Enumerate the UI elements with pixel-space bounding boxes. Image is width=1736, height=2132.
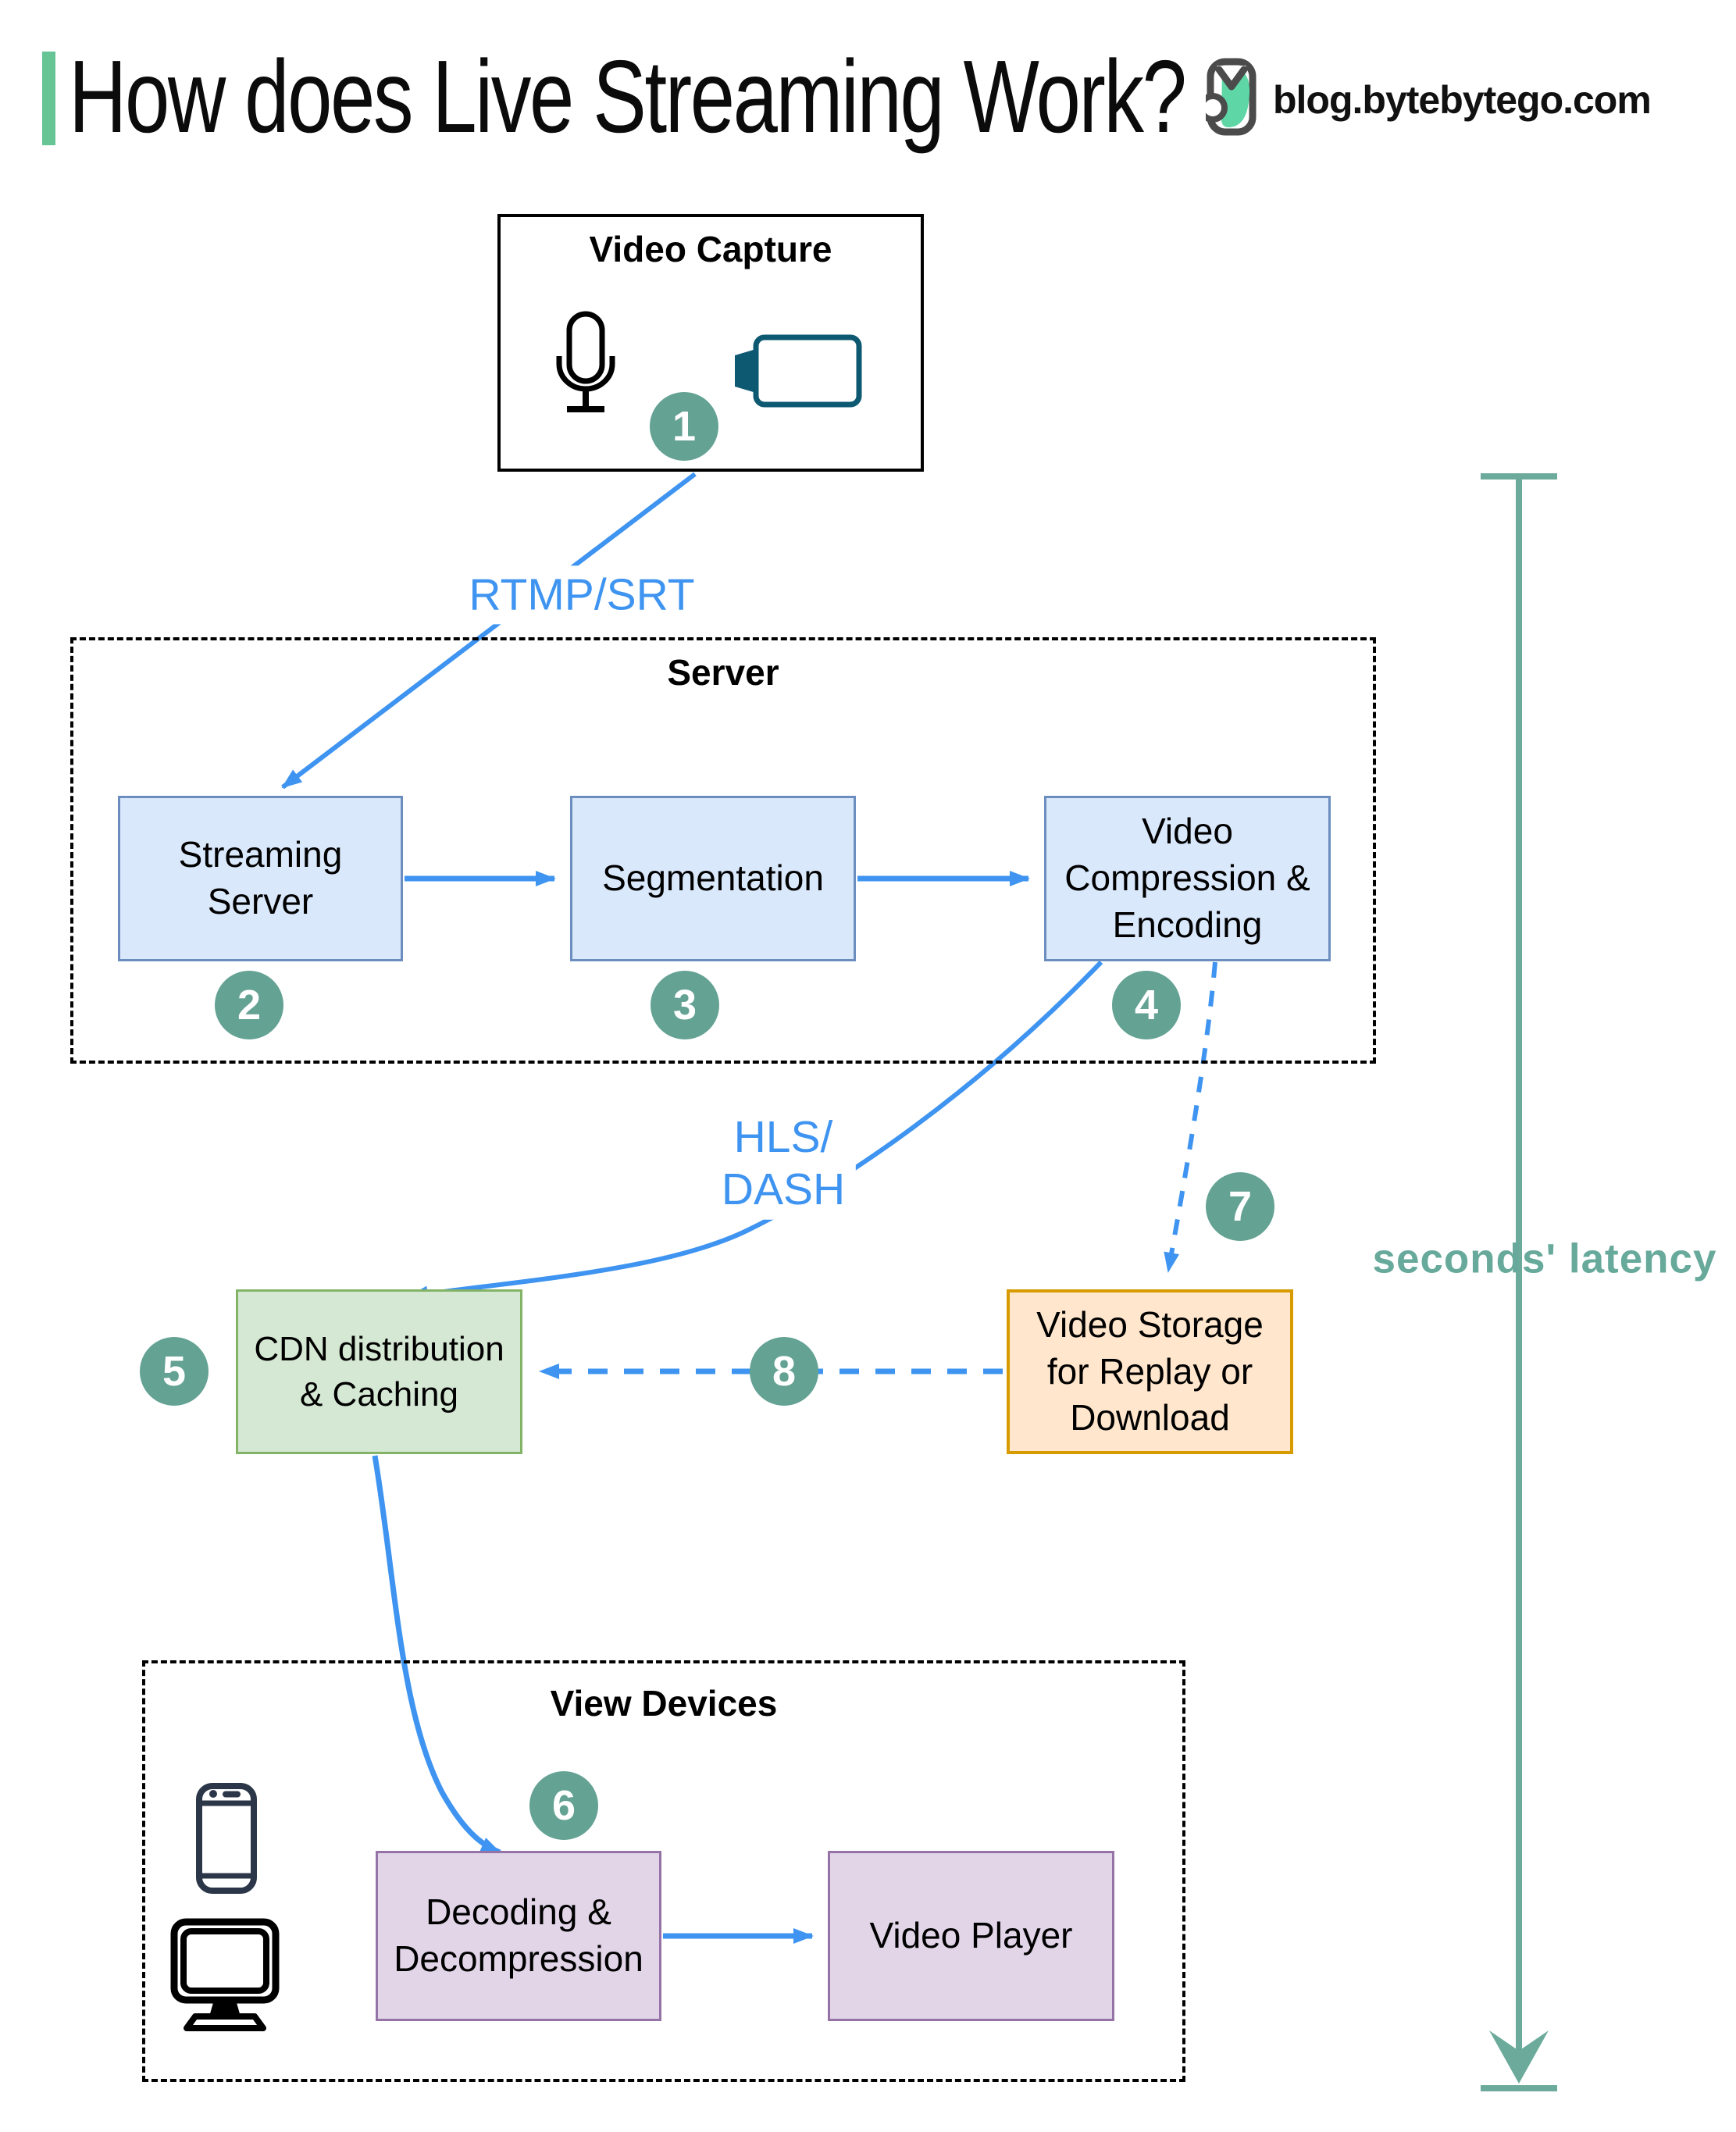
node-video-storage: Video Storage for Replay or Download [1007,1289,1293,1454]
step-badge-6: 6 [529,1771,598,1840]
latency-note: seconds' latency [1372,1235,1717,1282]
edge-compression-to-cdn [408,960,1103,1302]
latency-measure-line [1481,473,1557,2091]
step-badge-8: 8 [750,1337,818,1406]
step-badge-7: 7 [1206,1172,1274,1241]
page-title: How does Live Streaming Work? [69,39,1187,154]
edge-capture-to-streaming [281,472,697,790]
node-decoding: Decoding & Decompression [376,1851,661,2021]
step-badge-2: 2 [215,971,283,1039]
node-video-capture-label: Video Capture [589,229,832,269]
node-video-player: Video Player [828,1851,1114,2021]
bytebytego-logo-icon [1206,58,1257,136]
step-badge-1: 1 [650,392,718,461]
group-view-devices: View Devices [142,1660,1185,2082]
node-cdn: CDN distribution & Caching [236,1289,522,1454]
microphone-icon [556,311,615,412]
group-server: Server [70,637,1376,1064]
video-camera-icon [735,334,862,408]
node-streaming-server: Streaming Server [118,796,403,961]
step-badge-3: 3 [651,971,719,1039]
desktop-monitor-icon [170,1918,280,2031]
edge-label-rtmp-srt: RTMP/SRT [458,565,706,625]
step-badge-5: 5 [140,1337,209,1406]
group-view-devices-label: View Devices [550,1683,778,1724]
group-server-label: Server [667,652,779,693]
node-video-compression: Video Compression & Encoding [1044,796,1331,961]
node-segmentation: Segmentation [570,796,856,961]
edge-compression-to-storage-dashed [1164,961,1217,1273]
edge-label-hls-dash: HLS/ DASH [710,1107,857,1220]
title-accent-bar [42,52,55,145]
edge-cdn-to-decoding [372,1455,501,1856]
site-url: blog.bytebytego.com [1273,78,1652,122]
latency-arrowhead [1489,2030,1549,2084]
smartphone-icon [196,1783,257,1894]
step-badge-4: 4 [1112,971,1181,1039]
